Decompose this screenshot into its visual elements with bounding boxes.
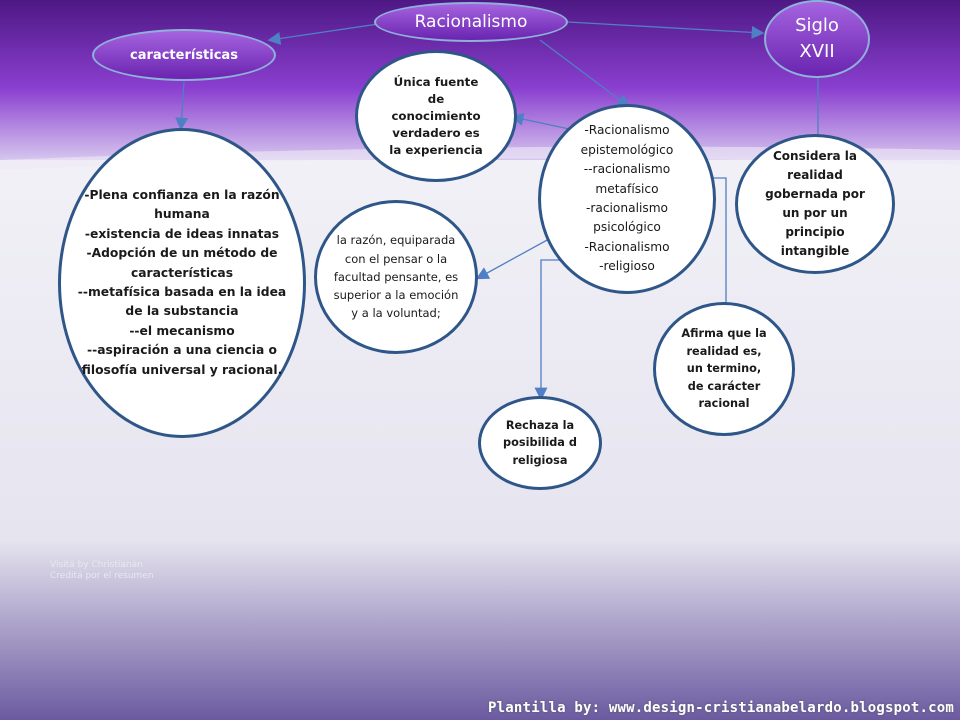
template-credit: Plantilla by: www.design-cristianabelard… <box>488 700 954 716</box>
reason-text: la razón, equiparada con el pensar o la … <box>333 233 459 321</box>
characteristics-node: características <box>92 29 276 81</box>
governed-reality-text: Considera la realidad gobernada por un p… <box>765 149 865 258</box>
edge-characteristics-to-list <box>175 81 189 131</box>
reason-node: la razón, equiparada con el pensar o la … <box>314 200 478 354</box>
rational-reality-text: Afirma que la realidad es, un termino, d… <box>681 327 767 411</box>
title-node: Racionalismo <box>374 2 568 42</box>
rational-reality-node: Afirma que la realidad es, un termino, d… <box>653 302 795 436</box>
types-node: -Racionalismo epistemológico --racionali… <box>538 104 716 294</box>
century-node: Siglo XVII <box>764 0 870 78</box>
edge-types-to-knowledge <box>510 112 575 131</box>
edge-title-to-types <box>539 39 631 108</box>
knowledge-source-node: Única fuente de conocimiento verdadero e… <box>355 50 517 182</box>
types-text: -Racionalismo epistemológico --racionali… <box>580 123 674 274</box>
knowledge-source-text: Única fuente de conocimiento verdadero e… <box>389 74 483 157</box>
title-label: Racionalismo <box>414 12 528 32</box>
edge-title-to-characteristics <box>267 22 386 45</box>
faint-watermark-text: Visitá by Christianán Creditá por el res… <box>50 560 154 581</box>
governed-reality-node: Considera la realidad gobernada por un p… <box>735 134 895 274</box>
characteristics-list-text: -Plena confianza en la razón humana -exi… <box>77 187 287 377</box>
edge-types-to-rejects <box>534 259 578 401</box>
rejects-religion-text: Rechaza la posibilida d religiosa <box>503 418 577 467</box>
century-label: Siglo XVII <box>795 15 839 62</box>
characteristics-list-node: -Plena confianza en la razón humana -exi… <box>58 128 306 438</box>
rejects-religion-node: Rechaza la posibilida d religiosa <box>478 396 602 490</box>
characteristics-label: características <box>130 47 238 63</box>
edge-title-to-century <box>567 21 765 39</box>
